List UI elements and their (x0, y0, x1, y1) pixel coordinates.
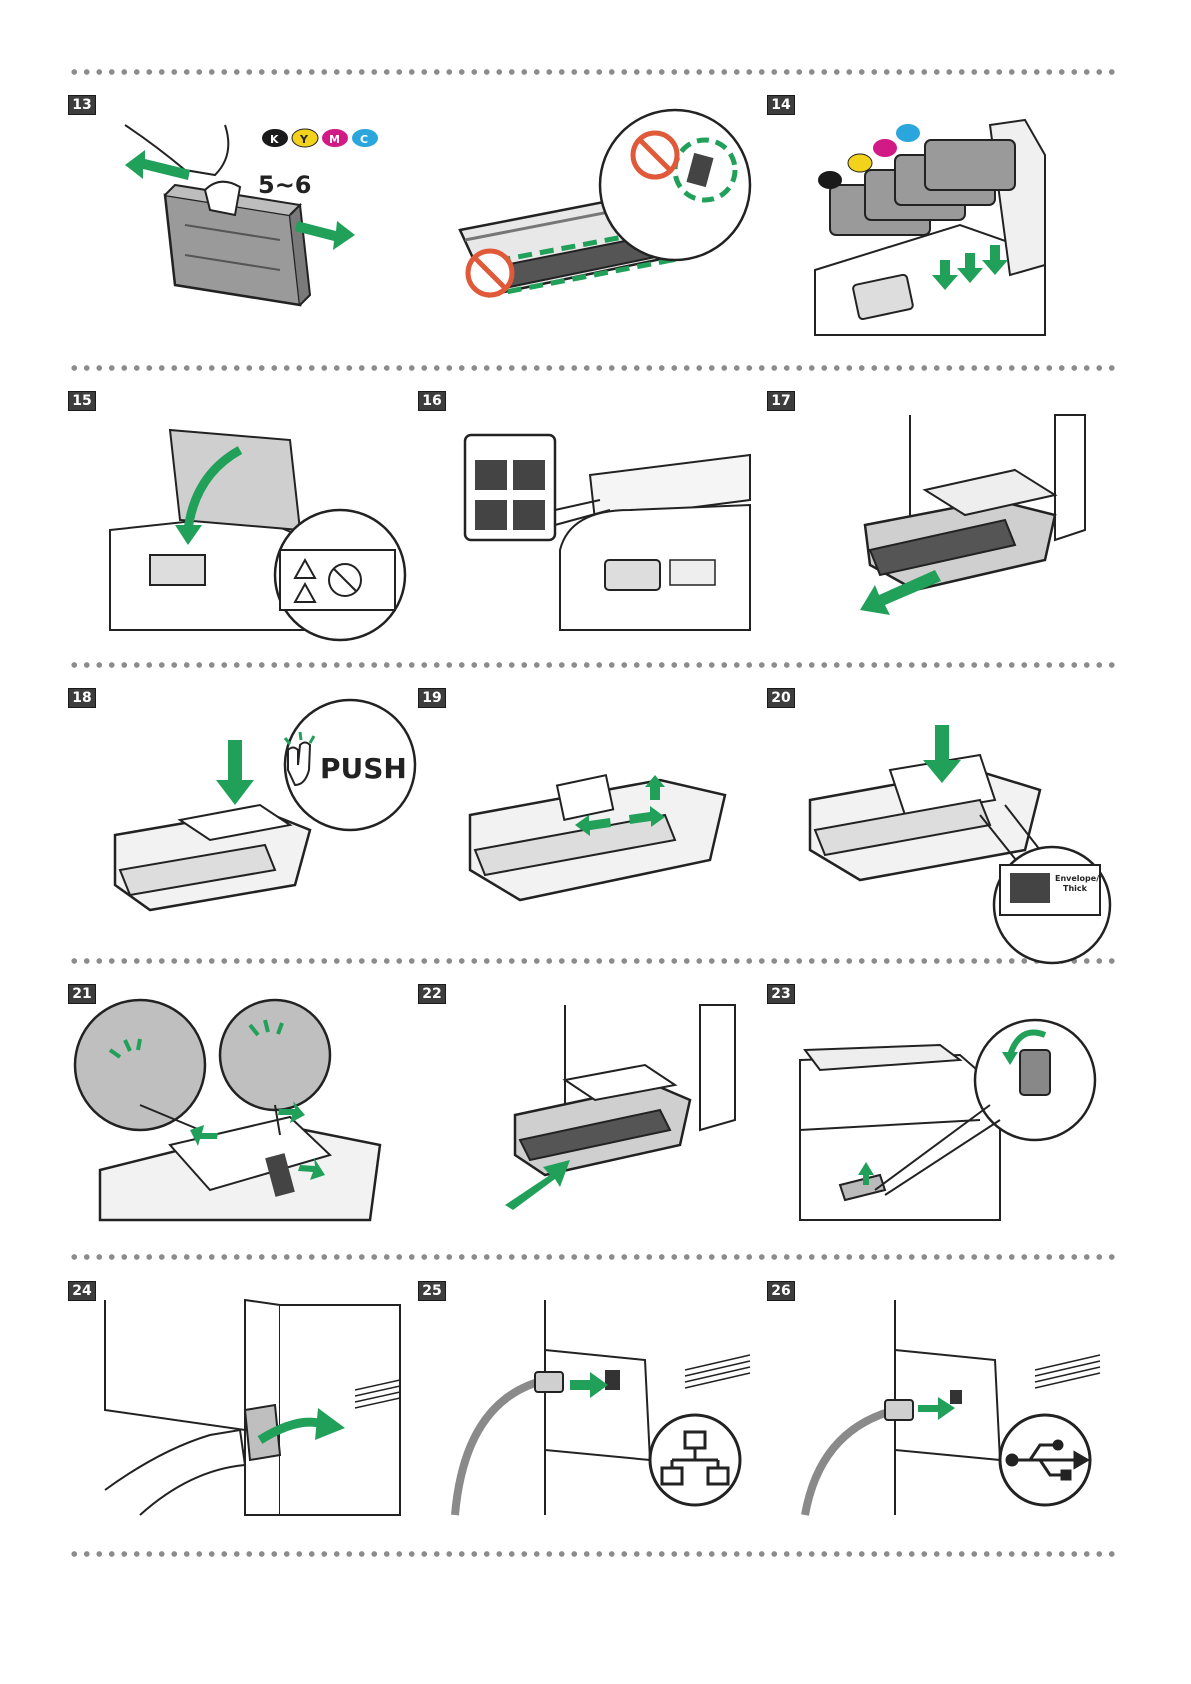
insert-toner-illustration (810, 115, 1055, 335)
do-not-touch-illustration (440, 115, 750, 325)
step-number: 17 (767, 391, 795, 411)
toner-color-k: K (270, 133, 279, 146)
open-side-cover-illustration (100, 1300, 400, 1515)
no-touch-icon (468, 251, 512, 295)
step-label: 13 (69, 96, 95, 114)
step-number: 13 (68, 95, 96, 115)
step-label: 21 (69, 985, 95, 1003)
step-label: 24 (69, 1282, 95, 1300)
step-number: 20 (767, 688, 795, 708)
warning-label-icon (280, 550, 395, 610)
separator (68, 1254, 1120, 1260)
step-number: 24 (68, 1281, 96, 1301)
step-label: 16 (419, 392, 445, 410)
adjust-guides-illustration (465, 735, 735, 915)
envelope-label-line1: Envelope/ (1055, 874, 1099, 883)
no-touch-icon (633, 133, 677, 177)
shake-toner-illustration: 5~6 K Y M C (115, 115, 405, 325)
down-arrow-icon (216, 740, 254, 805)
step-label: 23 (768, 985, 794, 1003)
step-label: 17 (768, 392, 794, 410)
push-plate-illustration: PUSH (110, 710, 400, 920)
step-label: 18 (69, 689, 95, 707)
close-cover-illustration (110, 420, 400, 630)
align-guides-illustration (100, 1005, 400, 1220)
push-label: PUSH (320, 752, 407, 785)
connect-usb-illustration (800, 1300, 1100, 1515)
step-number: 23 (767, 984, 795, 1004)
step-label: 19 (419, 689, 445, 707)
insert-tray-illustration (505, 1005, 750, 1215)
step-number: 16 (418, 391, 446, 411)
toner-color-c: C (360, 133, 368, 146)
connect-ethernet-illustration (450, 1300, 750, 1515)
step-label: 22 (419, 985, 445, 1003)
separator (68, 69, 1120, 75)
step-number: 14 (767, 95, 795, 115)
step-label: 26 (768, 1282, 794, 1300)
separator (68, 958, 1120, 964)
toner-color-m: M (329, 133, 340, 146)
envelope-label-line2: Thick (1063, 884, 1088, 893)
step-number: 19 (418, 688, 446, 708)
shake-count: 5~6 (258, 171, 312, 199)
step-number: 18 (68, 688, 96, 708)
step-number: 15 (68, 391, 96, 411)
panel-overlay-illustration (460, 430, 750, 630)
toner-color-badges: K Y M C (262, 129, 378, 147)
paper-limit-label: Envelope/ Thick (1000, 865, 1100, 915)
step-number: 25 (418, 1281, 446, 1301)
toner-color-y: Y (299, 133, 309, 146)
separator (68, 662, 1120, 668)
step-label: 25 (419, 1282, 445, 1300)
load-paper-illustration: Envelope/ Thick (805, 715, 1105, 925)
step-label: 20 (768, 689, 794, 707)
raise-stopper-illustration (800, 1010, 1095, 1220)
step-label: 14 (768, 96, 794, 114)
step-label: 15 (69, 392, 95, 410)
step-number: 21 (68, 984, 96, 1004)
step-number: 22 (418, 984, 446, 1004)
step-number: 26 (767, 1281, 795, 1301)
separator (68, 1551, 1120, 1557)
separator (68, 365, 1120, 371)
pull-tray-illustration (855, 415, 1105, 625)
